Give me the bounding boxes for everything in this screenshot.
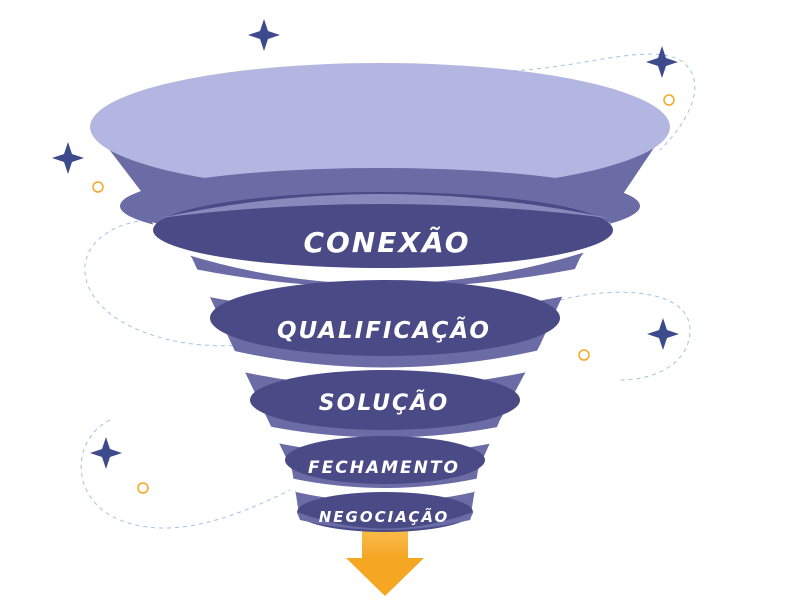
- rings: [92, 94, 675, 494]
- ring-icon: [137, 482, 149, 494]
- stage-band-5: [297, 492, 473, 532]
- stage-label-negociacao: NEGOCIAÇÃO: [319, 507, 450, 526]
- ring-icon: [92, 181, 104, 193]
- stage-label-conexao: CONEXÃO: [303, 225, 470, 259]
- stage-band-4: [285, 436, 485, 484]
- stage-band-3: [250, 370, 520, 430]
- dashed-curve-left: [84, 219, 241, 347]
- dashed-curve-bottom-left: [80, 419, 291, 529]
- dashed-curve-top-right: [316, 53, 696, 151]
- funnel-bottom: [297, 512, 473, 530]
- sparkle-icon: [647, 318, 679, 350]
- ring-icon: [663, 94, 675, 106]
- stage-label-solucao: SOLUÇÃO: [319, 390, 449, 416]
- stage-band-1: [153, 192, 613, 268]
- ring-icon: [578, 349, 590, 361]
- stage-band-2: [210, 280, 560, 356]
- sparkle-icon: [248, 19, 280, 51]
- dashed-decor-lines: [80, 53, 696, 529]
- funnel-top-rim: [90, 63, 670, 191]
- sparkle-icon: [90, 437, 122, 469]
- funnel: [90, 63, 670, 532]
- stage-labels: CONEXÃO QUALIFICAÇÃO SOLUÇÃO FECHAMENTO …: [277, 225, 491, 526]
- dashed-curve-right: [559, 291, 691, 381]
- stage-label-qualificacao: QUALIFICAÇÃO: [277, 316, 491, 344]
- sparkle-icon: [646, 46, 678, 78]
- funnel-gap-1: [152, 222, 610, 284]
- stage-label-fechamento: FECHAMENTO: [308, 458, 460, 478]
- sparkle-icon: [52, 142, 84, 174]
- stage-band-1-inner: [160, 194, 608, 218]
- sparkles: [52, 19, 679, 469]
